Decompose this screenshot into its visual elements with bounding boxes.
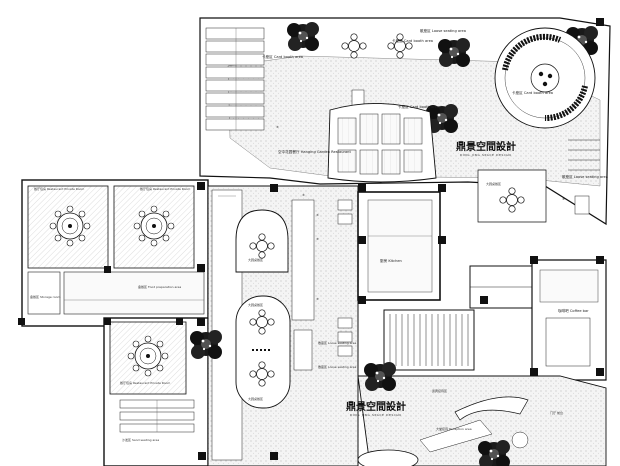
- vip-island: [477, 139, 600, 223]
- label-card-booth-right: 卡座区 Card booth area: [512, 90, 553, 95]
- level-marker: ±: [302, 193, 305, 197]
- level-marker: ±: [562, 197, 565, 201]
- structural-columns: [18, 18, 604, 460]
- round-seating: [494, 27, 596, 129]
- label-storage: 备餐区 Storage room: [30, 294, 60, 299]
- left-wing: [21, 179, 209, 327]
- label-restaurant: 空中花园餐厅 Hanging Garden Restaurant: [278, 149, 351, 154]
- label-vip-seating: 贵宾接待区: [432, 388, 447, 393]
- label-loose-seating-mid: 散座区 Loose seating area: [318, 340, 356, 345]
- label-food-prep: 备餐区 Food preparation area: [138, 284, 181, 289]
- label-loose-seating-bottom: 散座区 Loose seating area: [318, 364, 356, 369]
- brand-tagline: DING JING SPACE DESIGN: [350, 413, 401, 417]
- label-reception-area: 大堂接待 Reception area: [436, 426, 472, 431]
- label-card-booth-left: 卡座区 Card booth area: [262, 54, 303, 59]
- brand-mark-bottom: 鼎景空間設計 DING JING SPACE DESIGN: [346, 400, 406, 417]
- label-banquet-3: 大圆桌餐区: [248, 396, 263, 401]
- label-entrance: 门厅 前台: [550, 410, 563, 415]
- brand-name: 鼎景空間設計: [346, 400, 406, 413]
- label-sand-seating: 沙发区 Sand seating area: [122, 437, 159, 442]
- label-card-booth-center: 卡座区 Card booth area: [398, 104, 439, 109]
- label-loose-seating-right: 散座区 Loose seating area: [562, 174, 608, 179]
- level-marker: ±: [316, 213, 319, 217]
- label-kitchen: 厨房 Kitchen: [380, 258, 402, 263]
- central-hall: [207, 185, 359, 466]
- label-coffee-bar: 咖啡吧 Coffee bar: [558, 308, 589, 313]
- brand-name: 鼎景空間設計: [456, 140, 516, 153]
- tree-icon: [438, 38, 470, 67]
- tree-icon: [478, 440, 510, 466]
- level-marker: ±: [316, 297, 319, 301]
- coffee-bar: [531, 259, 607, 381]
- label-loose-seating-top: 散座区 Loose seating area: [420, 28, 466, 33]
- tree-icon: [190, 330, 222, 359]
- level-marker: ±: [276, 125, 279, 129]
- lower-left-wing: [103, 317, 209, 466]
- label-banquet-1: 大圆桌餐区: [248, 257, 263, 262]
- reception: [357, 375, 607, 466]
- tree-icon: [364, 362, 396, 391]
- label-private-room-2: 餐厅包房 Restaurant Private Room: [140, 186, 190, 191]
- level-marker: ±: [316, 237, 319, 241]
- label-private-room-1: 餐厅包房 Restaurant Private Room: [34, 186, 84, 191]
- brand-tagline: DING JING SPACE DESIGN: [460, 153, 511, 157]
- kitchen: [337, 191, 441, 357]
- tree-icon: [287, 22, 319, 51]
- label-card-booth-upper: 卡座区 Card booth area: [392, 38, 433, 43]
- brand-mark-top: 鼎景空間設計 DING JING SPACE DESIGN: [456, 140, 516, 157]
- label-banquet-2: 大圆桌餐区: [248, 302, 263, 307]
- label-private-room-3: 餐厅包房 Restaurant Private Room: [120, 380, 170, 385]
- central-booth: [327, 103, 437, 183]
- card-booth-rows: [205, 27, 265, 131]
- label-banquet-4: 大圆桌餐区: [486, 181, 501, 186]
